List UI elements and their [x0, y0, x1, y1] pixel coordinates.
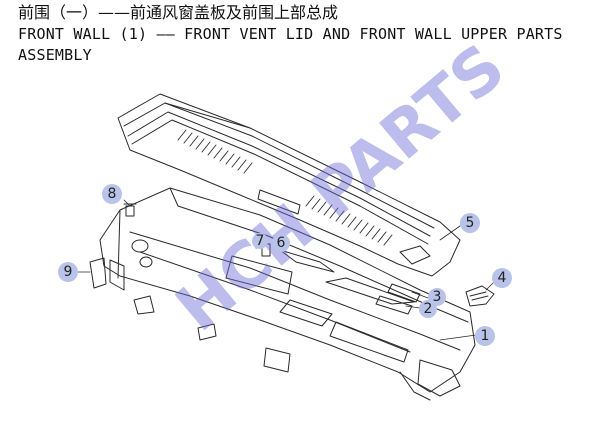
front-wall-upper-part	[99, 187, 476, 401]
svg-text:1: 1	[481, 328, 490, 344]
svg-text:3: 3	[433, 289, 442, 305]
svg-text:9: 9	[64, 264, 73, 280]
svg-text:2: 2	[424, 301, 433, 317]
callout-8: 8	[102, 184, 122, 204]
seal-plate	[263, 347, 291, 373]
callout-4: 4	[492, 268, 512, 288]
part-3-bracket	[387, 283, 421, 303]
vent-lid-part	[117, 93, 461, 277]
callout-leaders	[77, 199, 495, 341]
title-english-line2: ASSEMBLY	[18, 46, 92, 64]
svg-text:6: 6	[277, 235, 286, 251]
diagram-header: 前围（一）——前通风窗盖板及前围上部总成 FRONT WALL (1) —— F…	[18, 2, 563, 66]
lower-tab	[197, 323, 217, 341]
lower-bracket	[133, 295, 155, 315]
callout-6: 6	[272, 234, 290, 252]
callout-7: 7	[252, 233, 268, 249]
callout-5: 5	[460, 213, 480, 233]
callout-9: 9	[58, 262, 78, 282]
part-2-bracket	[375, 295, 413, 315]
svg-text:5: 5	[466, 215, 475, 231]
part-4-clip-detail	[469, 291, 489, 301]
svg-text:7: 7	[256, 233, 265, 249]
callout-3: 3	[428, 288, 446, 306]
part-8-bolt	[123, 203, 137, 217]
title-chinese: 前围（一）——前通风窗盖板及前围上部总成	[18, 3, 339, 22]
title-english-line1: FRONT WALL (1) —— FRONT VENT LID AND FRO…	[18, 25, 563, 43]
svg-text:8: 8	[108, 186, 117, 202]
part-4-clip	[465, 285, 495, 307]
callout-1: 1	[475, 326, 495, 346]
part-9-bracket	[89, 257, 107, 289]
svg-text:4: 4	[498, 270, 507, 286]
